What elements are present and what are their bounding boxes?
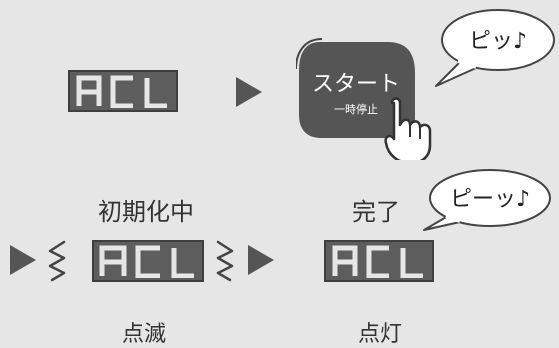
bubble-complete-text: ピーッ♪: [450, 187, 530, 212]
right-arrow-icon: [10, 245, 36, 275]
segment-text-acl: [76, 75, 167, 108]
lcd-display-blinking: [92, 240, 204, 282]
lcd-display-lit: [324, 240, 434, 282]
label-lit: 点灯: [358, 322, 403, 347]
pause-button-label: 一時停止: [334, 102, 378, 116]
speech-bubble-complete: ピーッ♪: [423, 169, 551, 231]
start-button-label: スタート: [312, 72, 400, 97]
start-pause-button[interactable]: スタート 一時停止: [296, 35, 446, 160]
right-arrow-icon: [236, 77, 262, 107]
pointing-hand-icon: [384, 97, 432, 160]
bubble-start-text: ピッ♪: [469, 29, 527, 54]
segment-text-acl: [99, 245, 194, 278]
speech-bubble-start: ピッ♪: [435, 9, 555, 87]
flash-icon: [48, 240, 66, 282]
label-complete: 完了: [352, 198, 400, 226]
label-initializing: 初期化中: [98, 198, 194, 226]
flash-icon: [216, 240, 234, 282]
label-blinking: 点滅: [122, 322, 167, 347]
segment-text-acl: [332, 245, 423, 278]
lcd-display-initial: [68, 70, 178, 112]
right-arrow-icon: [248, 245, 274, 275]
